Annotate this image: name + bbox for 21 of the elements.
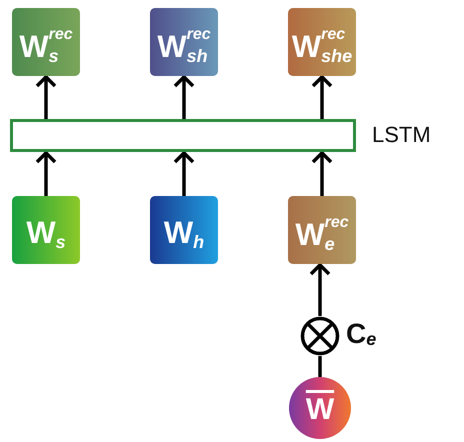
arrow <box>35 151 57 196</box>
multiply-symbol <box>300 316 340 356</box>
connector-line <box>318 356 322 377</box>
weight-label: W <box>306 392 334 425</box>
arrow <box>35 75 57 119</box>
weight-label: W$_{h}$ <box>164 214 204 251</box>
arrow <box>311 75 333 119</box>
weight-box <box>288 196 356 264</box>
weight-label: W$_{s}$ <box>26 214 66 251</box>
arrow <box>173 151 195 196</box>
lstm-bar <box>10 119 356 152</box>
weight-box <box>150 196 218 264</box>
weight-box <box>150 8 218 76</box>
arrow <box>311 151 333 196</box>
arrow <box>309 263 331 316</box>
weight-box <box>12 196 80 264</box>
coefficient-label: C$_{e}$ <box>346 318 376 350</box>
weight-box <box>288 8 356 76</box>
arrow <box>173 75 195 119</box>
layer-label: LSTM <box>372 122 431 148</box>
weight-box <box>12 8 80 76</box>
